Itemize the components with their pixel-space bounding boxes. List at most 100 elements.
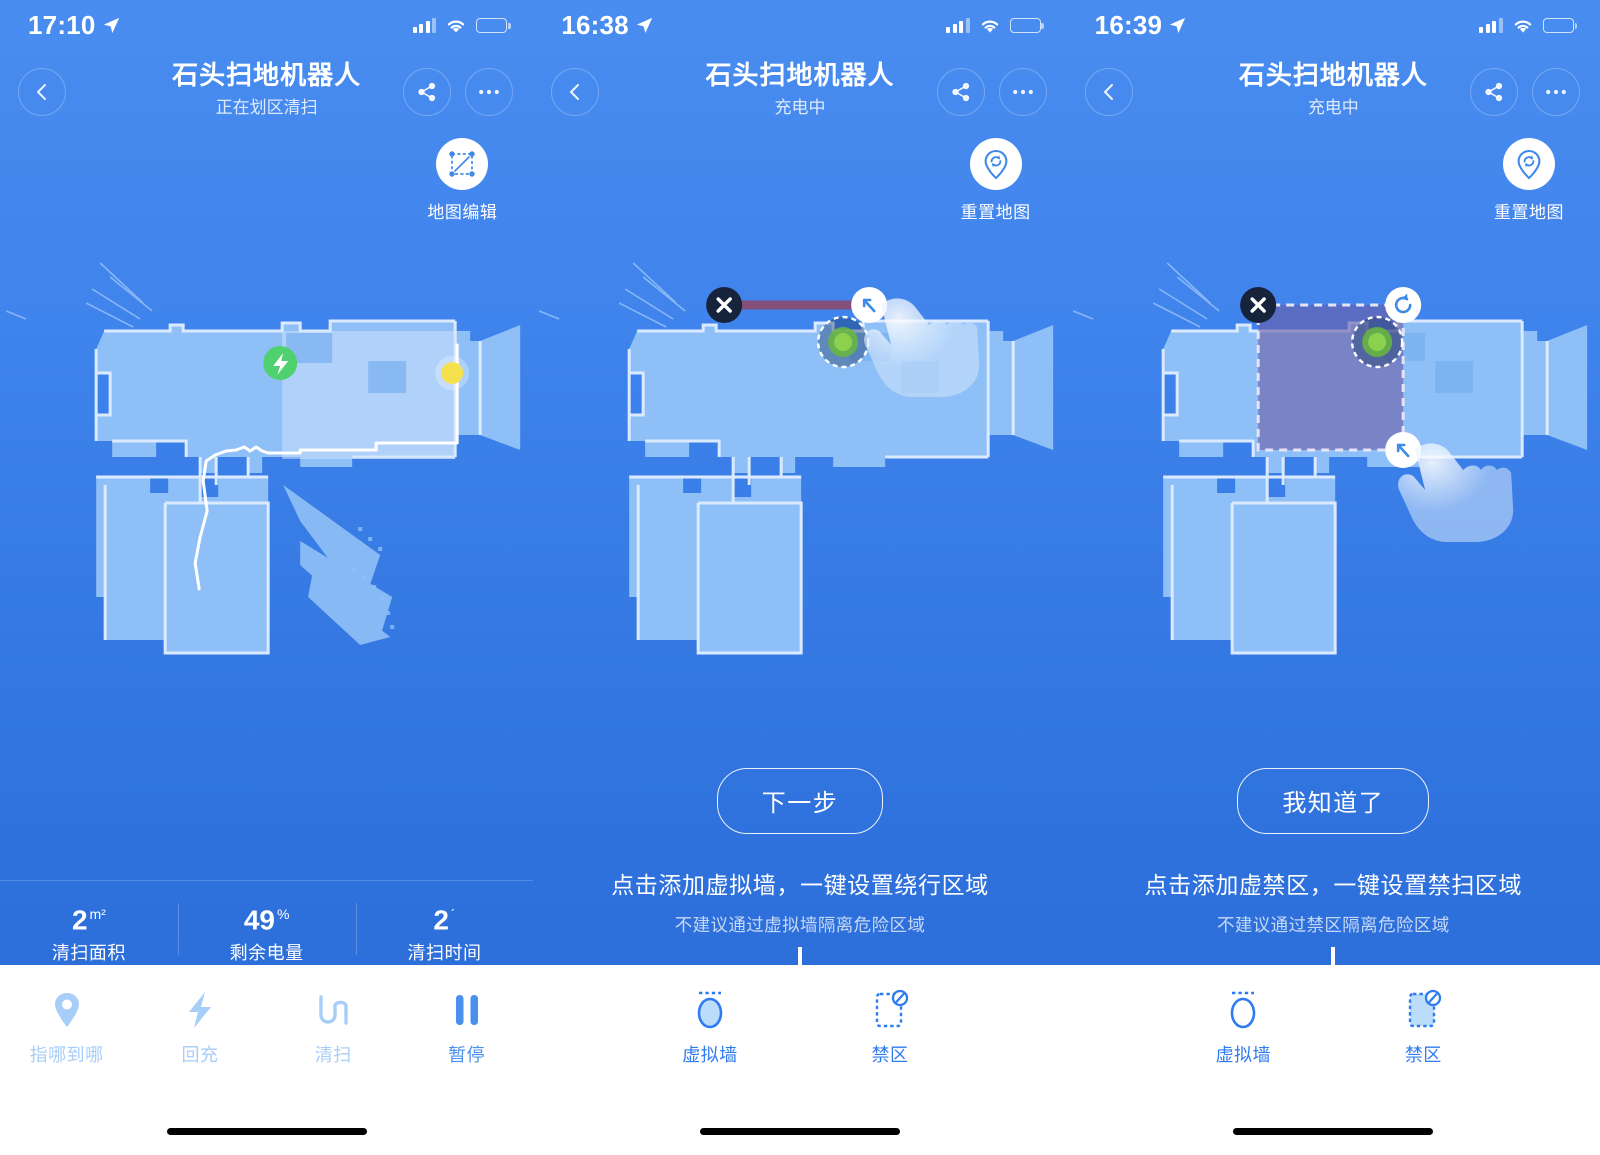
got-it-button[interactable]: 我知道了	[1237, 768, 1430, 834]
robot-map	[1072, 262, 1587, 655]
no-go-zone-icon	[1369, 987, 1477, 1033]
tool-no-go-zone[interactable]: 禁区	[836, 987, 944, 1067]
more-dots-icon	[1012, 89, 1033, 95]
zone-handle-icon	[435, 356, 470, 390]
tool-virtual-wall-label: 虚拟墙	[682, 1045, 738, 1065]
status-time: 17:10	[28, 9, 96, 40]
device-status: 充电中	[1307, 98, 1359, 117]
screen-cleaning: 17:10 石头扫地机器	[0, 0, 534, 1155]
toolbar-row: 虚拟墙 禁区	[1067, 965, 1600, 1067]
stat-battery: 49% 剩余电量	[177, 897, 356, 965]
rotate-icon	[1384, 287, 1421, 323]
map-canvas-cleaning[interactable]	[0, 245, 533, 675]
tool-no-go-zone[interactable]: 禁区	[1369, 987, 1477, 1067]
battery-low-icon	[1542, 17, 1578, 33]
cellular-signal-icon	[1479, 17, 1503, 33]
nav-bar: 石头扫地机器人 充电中	[1067, 58, 1600, 138]
location-arrow-icon	[103, 17, 119, 33]
tool-virtual-wall[interactable]: 虚拟墙	[1189, 987, 1297, 1067]
tool-no-go-zone-label: 禁区	[1404, 1045, 1442, 1065]
tool-no-go-zone-label: 禁区	[871, 1045, 909, 1065]
home-indicator[interactable]	[166, 1128, 367, 1135]
tool-goto-label: 指哪到哪	[29, 1045, 104, 1065]
status-bar-left: 16:38	[561, 10, 653, 41]
status-bar-left: 17:10	[28, 10, 120, 41]
tool-pause[interactable]: 暂停	[400, 987, 533, 1067]
reset-map-pin-icon	[1517, 149, 1541, 180]
share-button[interactable]	[1469, 68, 1518, 116]
more-dots-icon	[479, 89, 500, 95]
more-dots-icon	[1546, 89, 1566, 95]
map-canvas-virtual-wall[interactable]	[533, 245, 1066, 675]
nav-titles: 石头扫地机器人 充电中	[533, 58, 1066, 121]
cta-subtext: 不建议通过禁区隔离危险区域	[1216, 915, 1450, 935]
stat-area-number: 2	[71, 904, 88, 935]
share-button[interactable]	[936, 68, 985, 116]
tool-virtual-wall[interactable]: 虚拟墙	[656, 987, 764, 1067]
page-title: 石头扫地机器人	[705, 60, 895, 90]
screen-virtual-wall: 16:38 石头扫地机器	[533, 0, 1067, 1155]
reset-map-action[interactable]: 重置地图	[937, 138, 1055, 223]
resize-arrow-icon	[851, 287, 888, 323]
bottom-toolbar: 虚拟墙 禁区	[1066, 965, 1600, 1155]
virtual-wall-icon	[1189, 987, 1297, 1033]
more-button[interactable]	[465, 68, 514, 116]
status-bar: 16:39	[1067, 0, 1600, 50]
map-edit-action[interactable]: 地图编辑	[403, 138, 521, 223]
zigzag-icon	[267, 987, 400, 1033]
lightning-icon	[133, 987, 266, 1033]
tool-clean[interactable]: 清扫	[267, 987, 400, 1067]
cta-subtext: 不建议通过虚拟墙隔离危险区域	[674, 915, 926, 935]
map-edit-icon	[449, 151, 476, 177]
nav-bar: 石头扫地机器人 充电中	[533, 58, 1066, 138]
back-button[interactable]	[551, 68, 600, 116]
tool-recharge[interactable]: 回充	[133, 987, 266, 1067]
pause-icon	[400, 987, 533, 1033]
status-bar: 16:38	[533, 0, 1066, 50]
more-button[interactable]	[998, 68, 1047, 116]
device-status: 正在划区清扫	[215, 98, 318, 117]
share-button[interactable]	[403, 68, 452, 116]
location-arrow-icon	[1170, 17, 1186, 33]
page-title: 石头扫地机器人	[1238, 60, 1428, 90]
robot-position-icon	[1350, 315, 1404, 369]
tool-goto[interactable]: 指哪到哪	[0, 987, 133, 1067]
close-x-icon	[1239, 287, 1276, 323]
cta-headline: 点击添加虚禁区，一键设置禁扫区域	[1144, 872, 1523, 898]
map-edit-button[interactable]	[436, 138, 489, 190]
reset-map-label: 重置地图	[1493, 203, 1564, 222]
no-go-zone-icon	[836, 987, 944, 1033]
stat-time-unit: ´	[450, 905, 456, 922]
chevron-left-icon	[37, 84, 46, 100]
chevron-left-icon	[570, 84, 580, 100]
virtual-wall-icon	[656, 987, 764, 1033]
stat-battery-unit: %	[277, 905, 290, 922]
stat-time-value: 2´	[356, 897, 534, 937]
home-indicator[interactable]	[1233, 1128, 1434, 1135]
cta-headline: 点击添加虚拟墙，一键设置绕行区域	[611, 872, 989, 898]
reset-map-button[interactable]	[1502, 138, 1555, 190]
stat-battery-value: 49%	[178, 897, 356, 937]
stat-battery-number: 49	[243, 904, 276, 935]
more-button[interactable]	[1531, 68, 1580, 116]
robot-map	[5, 262, 521, 655]
map-canvas-no-go-zone[interactable]	[1067, 245, 1600, 675]
reset-map-button[interactable]	[969, 138, 1022, 190]
wifi-icon	[981, 20, 998, 33]
back-button[interactable]	[18, 68, 66, 116]
cellular-signal-icon	[946, 17, 970, 33]
home-indicator[interactable]	[699, 1128, 900, 1135]
reset-map-label: 重置地图	[960, 203, 1031, 222]
status-bar: 17:10	[0, 0, 533, 50]
bottom-toolbar: 指哪到哪 回充 清扫	[0, 965, 534, 1155]
back-button[interactable]	[1084, 68, 1133, 116]
status-time: 16:38	[561, 9, 629, 40]
pin-icon	[0, 987, 133, 1033]
stat-area-label: 清扫面积	[51, 943, 126, 963]
reset-map-action[interactable]: 重置地图	[1470, 138, 1588, 223]
share-icon	[418, 82, 436, 102]
cellular-signal-icon	[412, 17, 437, 33]
next-step-button[interactable]: 下一步	[716, 768, 884, 834]
robot-map	[539, 262, 1054, 655]
stat-battery-label: 剩余电量	[229, 943, 304, 963]
